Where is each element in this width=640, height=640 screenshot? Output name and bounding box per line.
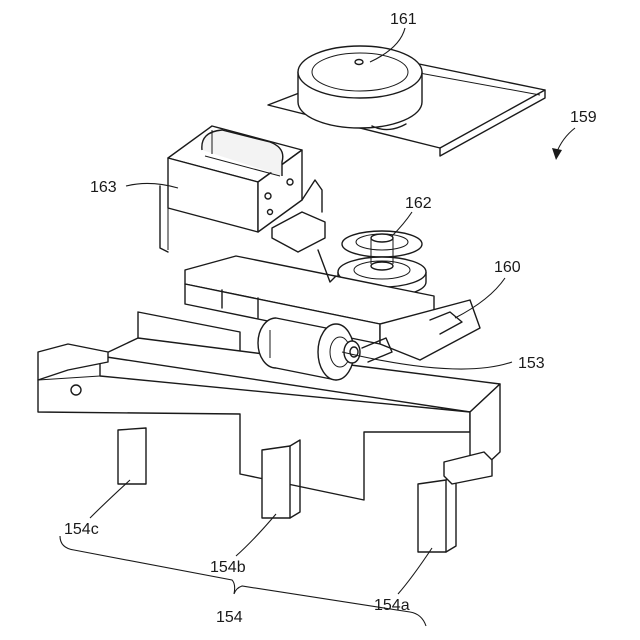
label-154b: 154b (210, 559, 246, 576)
leader-154b (236, 514, 276, 556)
arrow-head-159 (552, 148, 562, 160)
label-154: 154 (216, 609, 243, 626)
label-162: 162 (405, 195, 432, 212)
solenoid-163 (160, 126, 325, 252)
label-163: 163 (90, 179, 117, 196)
label-153: 153 (518, 355, 545, 372)
leader-154a (398, 548, 432, 594)
motor-plate-161 (268, 46, 545, 156)
label-154a: 154a (374, 597, 410, 614)
leader-154c (90, 480, 130, 518)
label-154c: 154c (64, 521, 99, 538)
label-161: 161 (390, 11, 417, 28)
label-159: 159 (570, 109, 597, 126)
label-160: 160 (494, 259, 521, 276)
